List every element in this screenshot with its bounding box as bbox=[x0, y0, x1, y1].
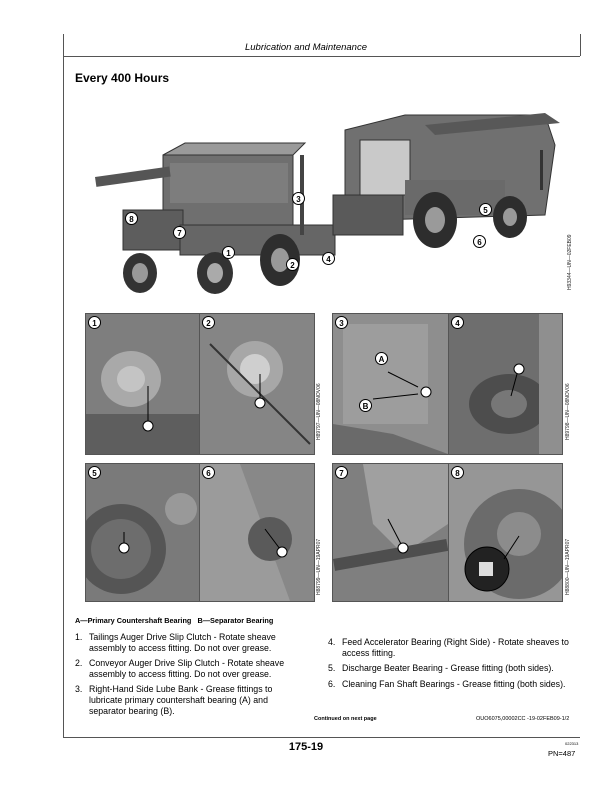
legend: A—Primary Countershaft Bearing B—Separat… bbox=[75, 616, 274, 625]
steps-left: 1.Tailings Auger Drive Slip Clutch - Rot… bbox=[75, 632, 305, 721]
detail-photo-7: 7 bbox=[332, 463, 449, 602]
detail-photo-5: 5 bbox=[85, 463, 200, 602]
step-5: 5.Discharge Beater Bearing - Grease fitt… bbox=[328, 663, 554, 674]
detail-8-code: H88800—UN—19APR07 bbox=[565, 538, 571, 595]
detail-4-code: H89798—UN—08NOV06 bbox=[565, 383, 571, 440]
detail-photo-1: 1 bbox=[85, 313, 200, 455]
detail-photo-2: 2 bbox=[199, 313, 315, 455]
detail-3-mark-a: A bbox=[375, 352, 388, 365]
step-3: 3.Right-Hand Side Lube Bank - Grease fit… bbox=[75, 684, 273, 716]
detail-2-badge: 2 bbox=[202, 316, 215, 329]
detail-8-badge: 8 bbox=[451, 466, 464, 479]
step-6: 6.Cleaning Fan Shaft Bearings - Grease f… bbox=[328, 678, 566, 689]
detail-5-badge: 5 bbox=[88, 466, 101, 479]
detail-6-badge: 6 bbox=[202, 466, 215, 479]
callout-1: 1 bbox=[222, 246, 235, 259]
callout-6: 6 bbox=[473, 235, 486, 248]
pn-number: PN=487 bbox=[548, 749, 576, 758]
detail-3-badge: 3 bbox=[335, 316, 348, 329]
detail-3-mark-b: B bbox=[359, 399, 372, 412]
step-4: 4.Feed Accelerator Bearing (Right Side) … bbox=[328, 637, 569, 658]
running-header: Lubrication and Maintenance bbox=[244, 42, 367, 53]
continued-note: Continued on next page bbox=[314, 716, 377, 722]
step-2: 2.Conveyor Auger Drive Slip Clutch - Rot… bbox=[75, 658, 285, 679]
combine-main-figure: 8 7 1 3 2 4 5 6 bbox=[75, 95, 565, 300]
detail-photo-3: 3 A B bbox=[332, 313, 449, 455]
callout-7: 7 bbox=[173, 226, 186, 239]
detail-1-badge: 1 bbox=[88, 316, 101, 329]
document-reference: OUO6075,00002CC -19-02FEB09-1/2 bbox=[476, 716, 570, 722]
detail-4-badge: 4 bbox=[451, 316, 464, 329]
callout-8: 8 bbox=[125, 212, 138, 225]
footer-rule bbox=[63, 737, 580, 738]
page-number: 175-19 bbox=[288, 741, 324, 753]
step-1: 1.Tailings Auger Drive Slip Clutch - Rot… bbox=[75, 632, 276, 653]
detail-photo-4: 4 bbox=[448, 313, 563, 455]
detail-7-badge: 7 bbox=[335, 466, 348, 479]
steps-right: 4.Feed Accelerator Bearing (Right Side) … bbox=[328, 637, 574, 694]
callout-3: 3 bbox=[292, 192, 305, 205]
frame-right-line bbox=[580, 34, 581, 56]
combine-front-view bbox=[332, 113, 560, 248]
main-figure-code: H93344—UN—02FEB09 bbox=[567, 234, 573, 290]
header-rule bbox=[63, 56, 580, 57]
detail-6-code: H88799—UN—19APR07 bbox=[316, 538, 322, 595]
detail-photo-6: 6 bbox=[199, 463, 315, 602]
callout-4: 4 bbox=[322, 252, 335, 265]
detail-2-code: H89797—UN—08NOV06 bbox=[316, 383, 322, 440]
callout-5: 5 bbox=[479, 203, 492, 216]
frame-left-line bbox=[63, 34, 64, 738]
callout-2: 2 bbox=[286, 258, 299, 271]
footer-small-code: 022313 bbox=[565, 741, 579, 746]
section-title: Every 400 Hours bbox=[75, 71, 170, 85]
detail-photo-8: 8 bbox=[448, 463, 563, 602]
